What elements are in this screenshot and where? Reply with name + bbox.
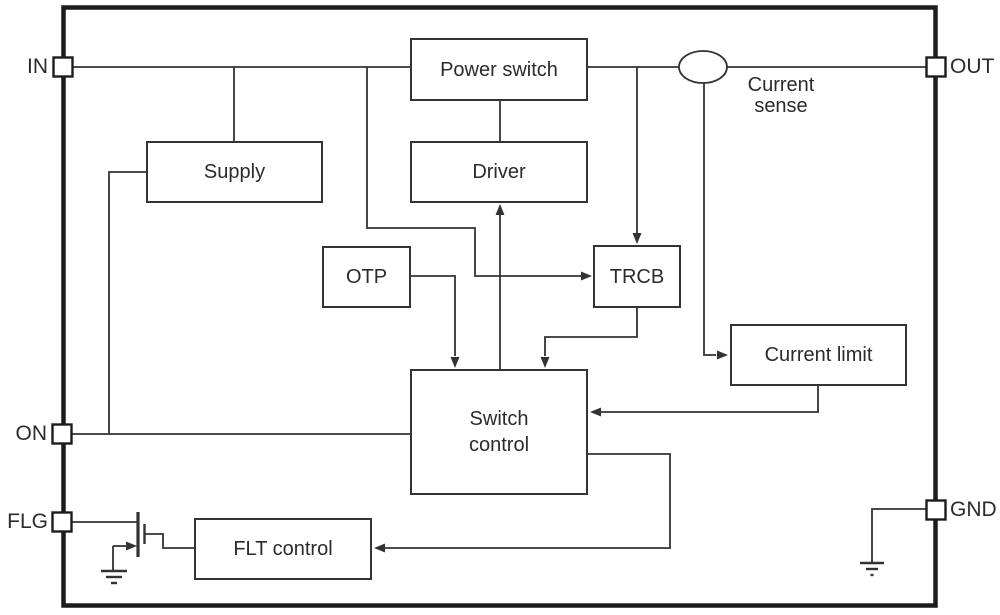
flag-mosfet-symbol bbox=[101, 512, 194, 585]
block-switch-control: Switch control bbox=[410, 369, 588, 495]
arrow-into-trcb-top bbox=[632, 233, 642, 244]
arrow-into-fltcontrol bbox=[374, 543, 385, 553]
wire-trcb-to-switchcontrol bbox=[544, 308, 638, 356]
arrow-otp-into-switchcontrol bbox=[450, 357, 460, 368]
arrow-into-driver bbox=[495, 204, 505, 215]
block-switch-control-line1: Switch bbox=[469, 408, 529, 430]
pin-label-on: ON bbox=[15, 422, 48, 445]
pin-label-out: OUT bbox=[950, 55, 995, 78]
block-current-limit-label: Current limit bbox=[764, 344, 873, 366]
pin-label-flg: FLG bbox=[7, 510, 48, 533]
block-supply-label: Supply bbox=[203, 161, 266, 183]
block-driver-label: Driver bbox=[472, 161, 526, 183]
block-flt-control-label: FLT control bbox=[233, 538, 333, 560]
block-otp: OTP bbox=[322, 246, 411, 308]
arrow-trcb-into-switchcontrol bbox=[540, 357, 550, 368]
pin-pad-flg bbox=[51, 511, 73, 533]
block-trcb-label: TRCB bbox=[609, 265, 665, 288]
block-power-switch: Power switch bbox=[410, 38, 588, 101]
current-sense-line2: sense bbox=[754, 95, 808, 117]
block-otp-label: OTP bbox=[345, 266, 388, 288]
current-sense-element bbox=[678, 50, 728, 84]
chip-boundary bbox=[61, 5, 938, 608]
arrow-into-trcb-left bbox=[581, 271, 592, 281]
block-power-switch-label: Power switch bbox=[440, 58, 558, 81]
gnd-lead bbox=[871, 508, 926, 562]
wire-switchcontrol-to-fltcontrol bbox=[385, 453, 671, 549]
wire-otp-to-switchcontrol bbox=[411, 275, 456, 356]
pin-pad-gnd bbox=[925, 499, 947, 521]
current-sense-label: Current sense bbox=[731, 75, 831, 117]
block-supply: Supply bbox=[146, 141, 323, 203]
block-driver: Driver bbox=[410, 141, 588, 203]
block-current-limit: Current limit bbox=[730, 324, 907, 386]
gnd-ground-symbol bbox=[860, 508, 926, 577]
pin-pad-on bbox=[51, 423, 73, 445]
fet-ground-symbol bbox=[101, 569, 127, 585]
pin-pad-out bbox=[925, 56, 947, 78]
wire-supply-to-on-rail bbox=[108, 171, 146, 434]
block-switch-control-line2: control bbox=[468, 434, 530, 456]
pin-pad-in bbox=[52, 56, 74, 78]
wire-in-to-trcb-left bbox=[366, 67, 581, 277]
pin-label-gnd: GND bbox=[950, 498, 997, 521]
wire-currentlimit-to-switchcontrol bbox=[601, 386, 819, 413]
block-switch-control-label: Switch control bbox=[469, 406, 529, 458]
wire-sense-to-currentlimit bbox=[703, 83, 716, 356]
mosfet-gate-lead bbox=[145, 533, 194, 549]
arrow-into-switchcontrol-right bbox=[590, 407, 601, 417]
block-trcb: TRCB bbox=[593, 245, 681, 308]
arrow-into-currentlimit bbox=[717, 350, 728, 360]
block-flt-control: FLT control bbox=[194, 518, 372, 580]
pin-label-in: IN bbox=[27, 55, 48, 78]
mosfet-source-arrow bbox=[126, 541, 137, 551]
current-sense-line1: Current bbox=[747, 74, 815, 96]
